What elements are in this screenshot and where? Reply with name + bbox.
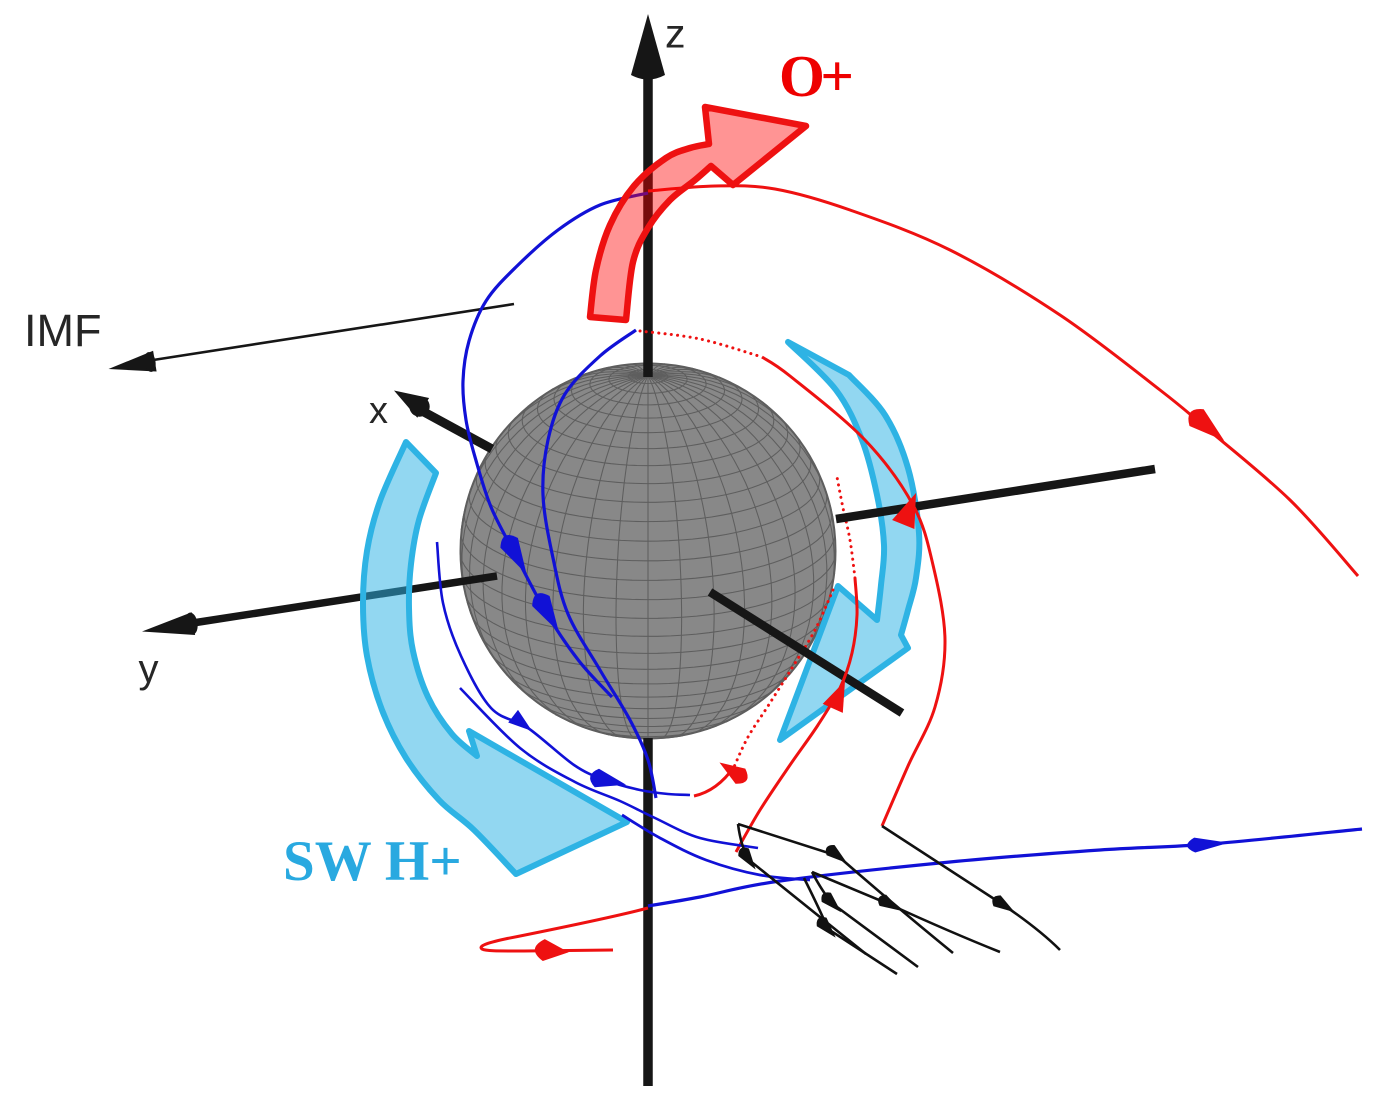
svg-text:SW H+: SW H+ [283, 830, 462, 893]
svg-text:IMF: IMF [24, 305, 101, 356]
svg-text:O+: O+ [779, 43, 854, 109]
svg-text:x: x [369, 390, 388, 432]
svg-text:z: z [665, 11, 686, 57]
svg-text:y: y [139, 647, 159, 691]
